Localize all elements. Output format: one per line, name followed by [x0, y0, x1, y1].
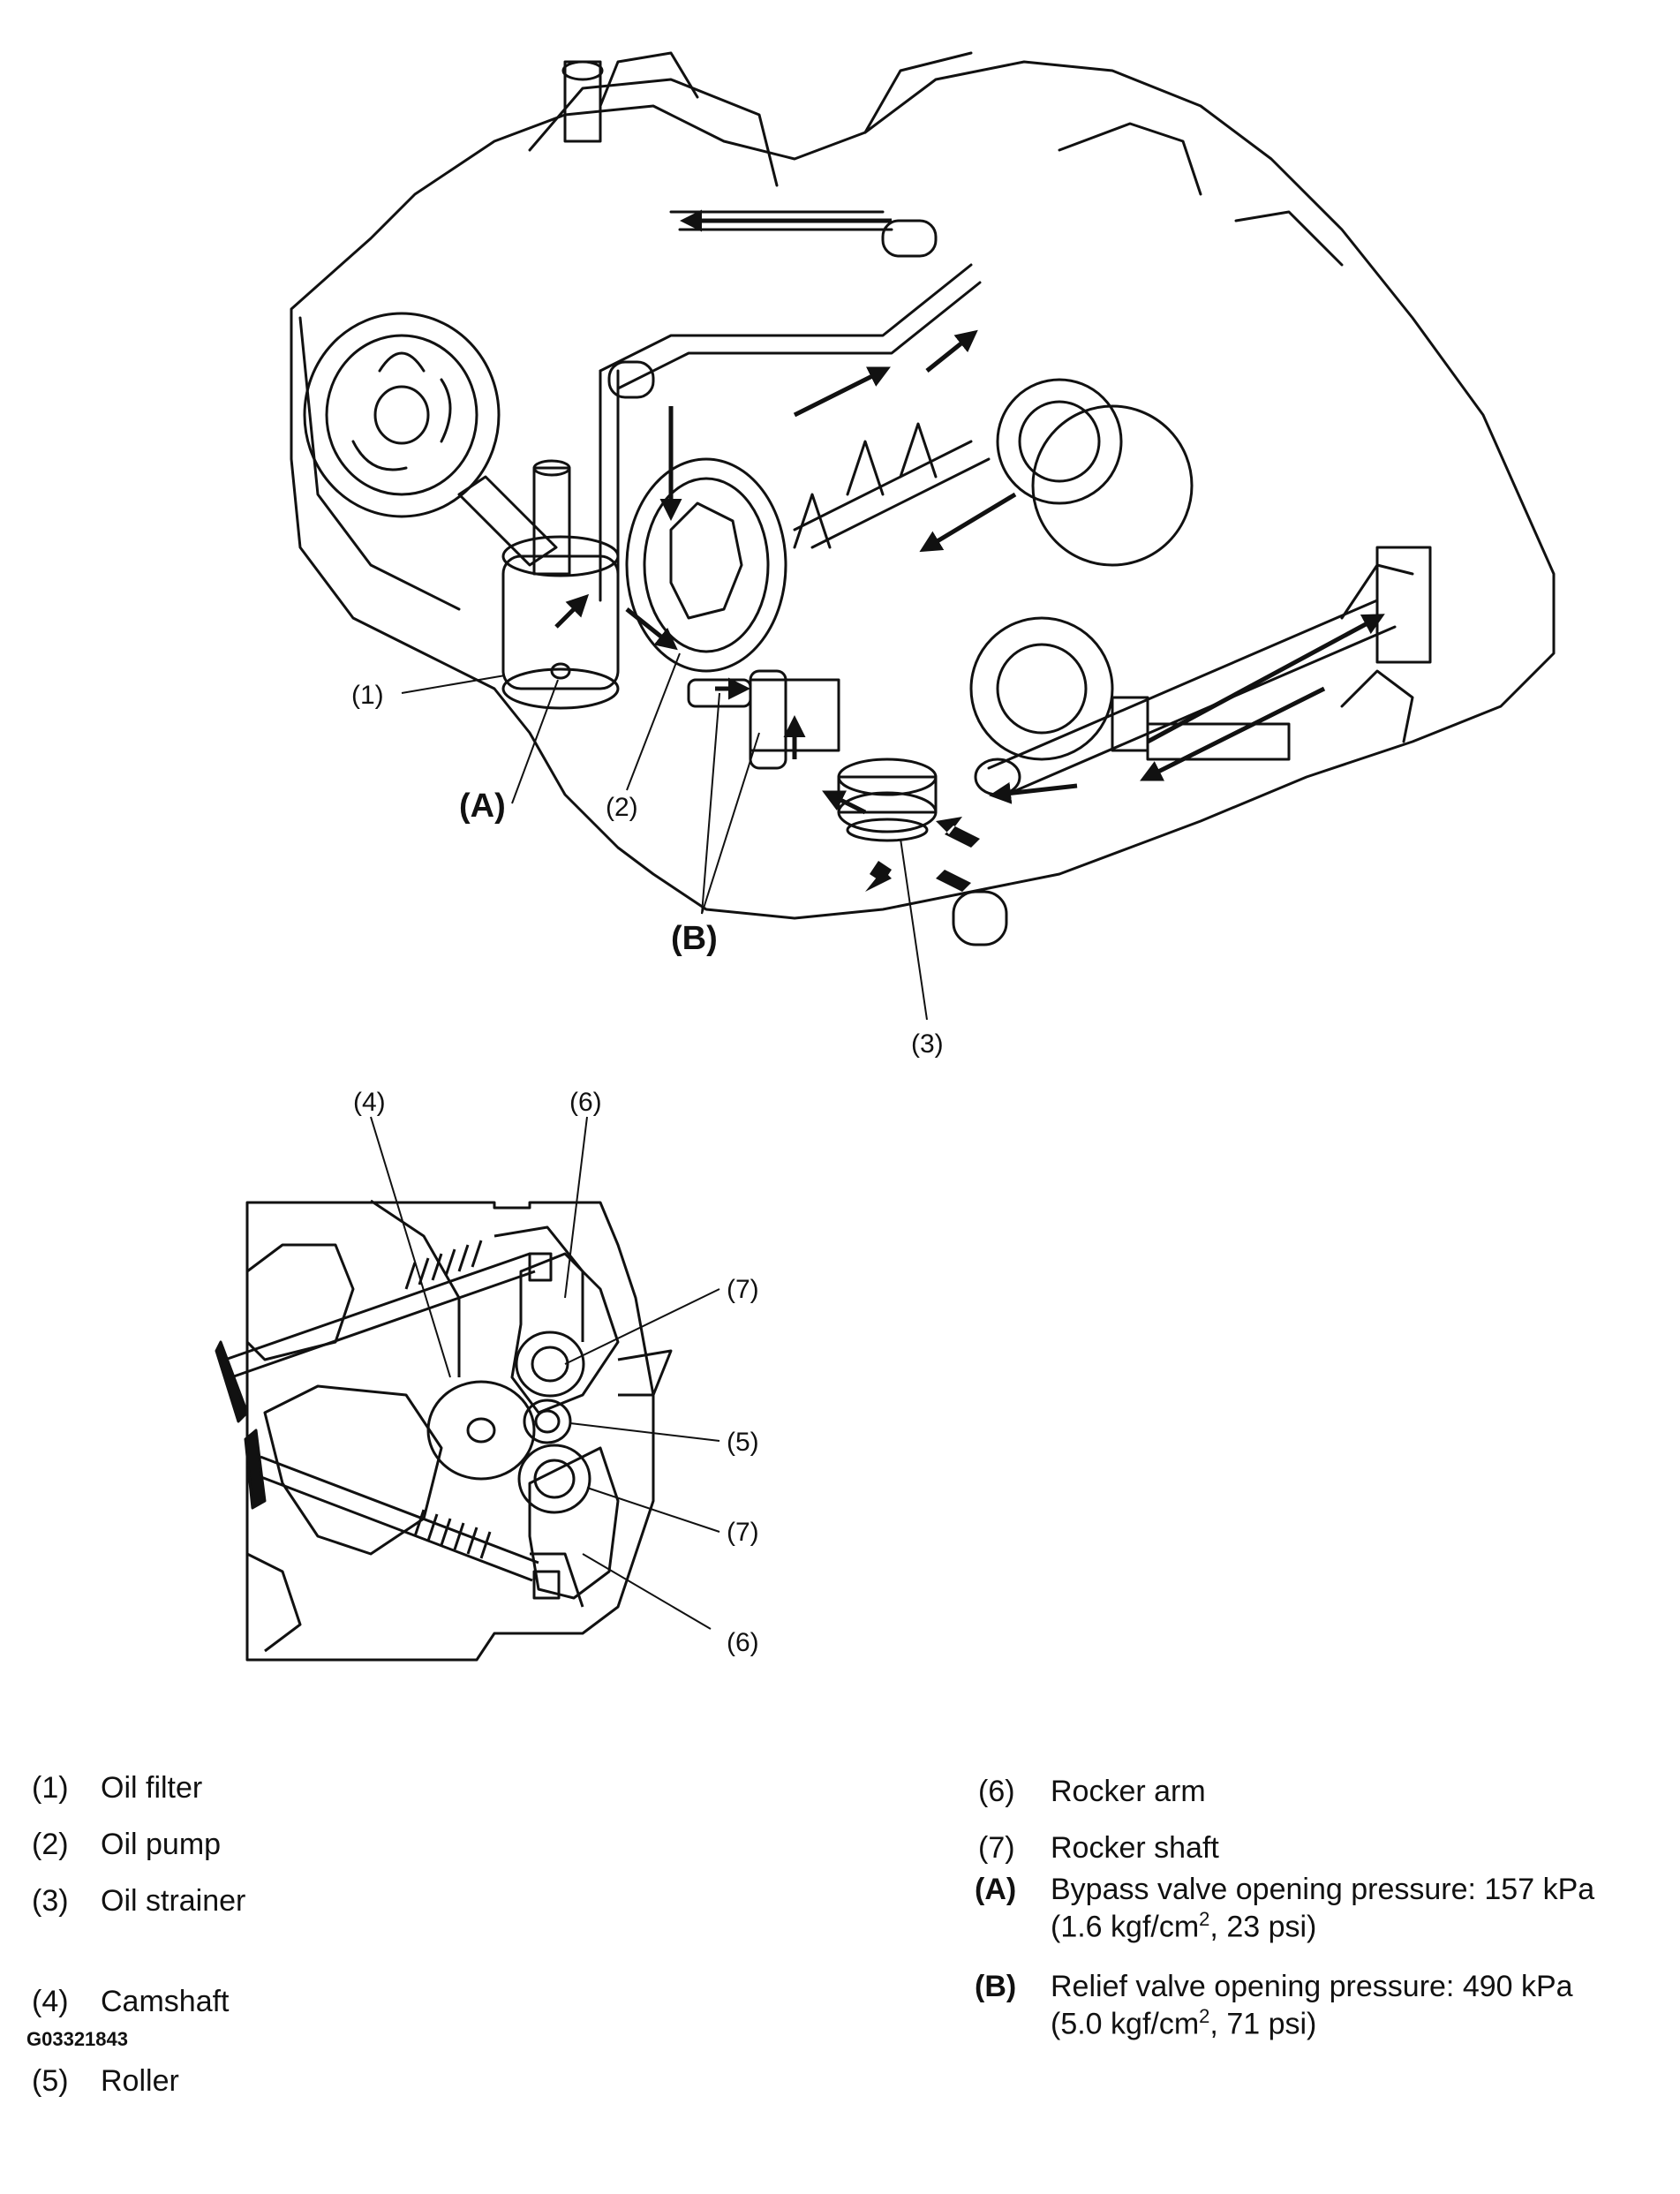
superscript: 2: [1199, 2005, 1210, 2027]
callout-a: (A): [459, 788, 506, 825]
legend-key: (7): [978, 1831, 1015, 1865]
cylinder-head-section: [215, 1199, 673, 1662]
legend-key: (2): [32, 1828, 69, 1861]
legend-key: (1): [32, 1771, 69, 1805]
legend-text-part: (5.0 kgf/cm: [1051, 2007, 1200, 2041]
superscript: 2: [1199, 1908, 1210, 1930]
inlet-arrows: [865, 817, 980, 892]
callout-b: (B): [671, 920, 718, 957]
callout-7-top: (7): [727, 1275, 759, 1304]
legend-text: Oil pump: [101, 1828, 222, 1861]
legend-text: Rocker shaft: [1051, 1831, 1219, 1865]
leader-lines-lower: [370, 1116, 720, 1630]
leader-lines-upper: [401, 652, 928, 1021]
legend-text: Relief valve opening pressure: 490 kPa: [1051, 1970, 1573, 2003]
legend-text: Camshaft: [101, 1985, 230, 2018]
oil-flow-arrows: [554, 209, 1385, 815]
legend-text-part: (1.6 kgf/cm: [1051, 1910, 1200, 1944]
legend-text-line2: (5.0 kgf/cm2, 71 psi): [1051, 1999, 1316, 2041]
legend-text-part: , 71 psi): [1209, 2007, 1317, 2041]
callout-1: (1): [351, 681, 384, 710]
callout-6-top: (6): [569, 1088, 602, 1117]
legend-text: Roller: [101, 2064, 179, 2098]
callout-2: (2): [606, 793, 638, 822]
callout-3: (3): [911, 1029, 944, 1059]
legend-text: Bypass valve opening pressure: 157 kPa: [1051, 1873, 1595, 1906]
legend-key: (5): [32, 2064, 69, 2098]
callout-7-bottom: (7): [727, 1518, 759, 1547]
legend-text-part: , 23 psi): [1209, 1910, 1317, 1944]
engine-illustration: [290, 51, 1556, 946]
legend-text-line2: (1.6 kgf/cm2, 23 psi): [1051, 1902, 1316, 1944]
callout-6-bottom: (6): [727, 1628, 759, 1657]
callout-4: (4): [353, 1088, 386, 1117]
legend-key: (6): [978, 1775, 1015, 1808]
legend-text: Oil strainer: [101, 1884, 246, 1918]
legend-key: (4): [32, 1985, 69, 2018]
legend-key: (B): [975, 1970, 1017, 2003]
legend-key: (A): [975, 1873, 1017, 1906]
legend-key: (3): [32, 1884, 69, 1918]
callout-5: (5): [727, 1428, 759, 1457]
figure-id: G03321843: [26, 2028, 128, 2050]
legend-text: Rocker arm: [1051, 1775, 1206, 1808]
legend-text: Oil filter: [101, 1771, 203, 1805]
